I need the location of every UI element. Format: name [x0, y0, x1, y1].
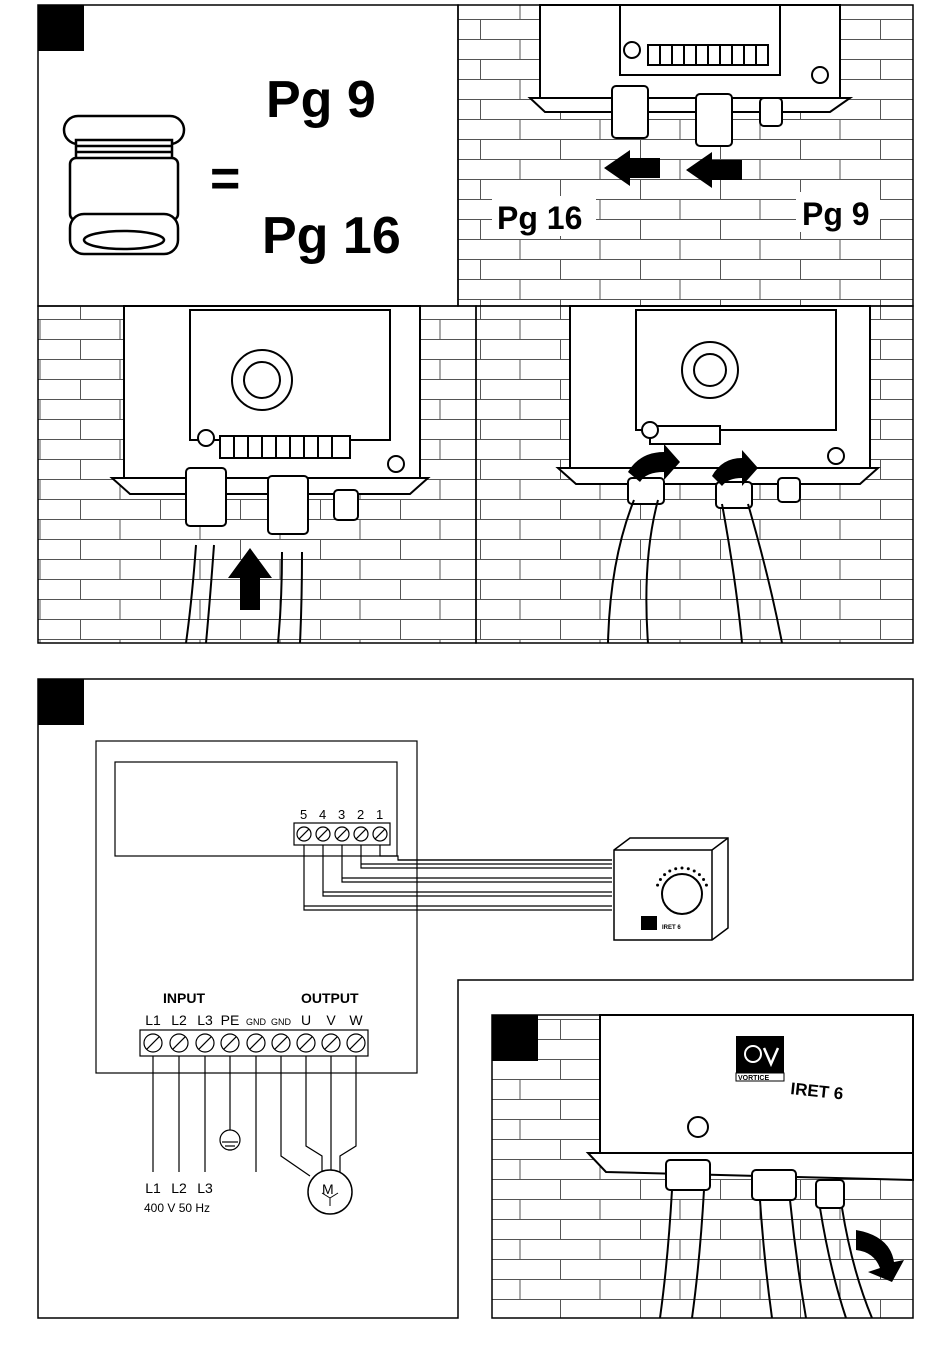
power-terminal-label: L3 [197, 1012, 213, 1028]
input-heading: INPUT [163, 990, 205, 1006]
vortice-logo-icon [641, 916, 657, 930]
supply-label: L3 [197, 1180, 213, 1196]
pg16-label: Pg 16 [262, 207, 401, 265]
dial-tick [705, 884, 708, 887]
control-terminal-label: 5 [300, 807, 307, 822]
equals-sign: = [210, 150, 240, 208]
power-terminal-label: L2 [171, 1012, 187, 1028]
dial-tick [698, 873, 701, 876]
supply-label: L1 [145, 1180, 161, 1196]
power-terminal-label: V [326, 1012, 336, 1028]
panel-cable-gland-sizes: Pg 9 = Pg 16 [38, 5, 458, 306]
panel-tighten-glands [476, 306, 913, 643]
power-terminal-label: GND [271, 1017, 292, 1027]
pg16-label: Pg 16 [497, 200, 582, 236]
controller-model-label: IRET 6 [662, 925, 681, 931]
dial-tick [674, 867, 677, 870]
supply-label: L2 [171, 1180, 187, 1196]
dial-tick [659, 878, 662, 881]
panel-marker [492, 1015, 538, 1061]
control-terminal-label: 2 [357, 807, 364, 822]
dial-tick [656, 884, 659, 887]
speed-controller-box: IRET 6 [614, 838, 728, 940]
cable-gland-drawing [64, 116, 184, 254]
power-terminal-label: L1 [145, 1012, 161, 1028]
power-terminal-label: W [349, 1012, 363, 1028]
panel-gland-openings: Pg 16 Pg 9 [458, 5, 913, 306]
control-terminal-label: 1 [376, 807, 383, 822]
brand-label: VORTICE [738, 1075, 769, 1082]
output-heading: OUTPUT [301, 990, 359, 1006]
controller-enclosure [530, 5, 850, 112]
panel-marker [38, 5, 84, 51]
motor-icon: M [308, 1170, 352, 1214]
supply-spec: 400 V 50 Hz [144, 1201, 210, 1215]
power-terminal-label: U [301, 1012, 311, 1028]
dial-tick [681, 867, 684, 870]
panel-insert-cables [38, 306, 476, 643]
power-terminal-label: PE [221, 1012, 240, 1028]
pg9-label: Pg 9 [266, 71, 376, 129]
control-terminal-label: 4 [319, 807, 326, 822]
dial-tick [663, 873, 666, 876]
dial-tick [687, 867, 690, 870]
control-terminal-label: 3 [338, 807, 345, 822]
dial-tick [693, 870, 696, 873]
panel-marker [38, 679, 84, 725]
panel-seal-unused-gland: VORTICE IRET 6 [492, 1015, 913, 1318]
dial-tick [668, 870, 671, 873]
supply-labels: L1 L2 L3 [145, 1180, 213, 1196]
power-terminal-label: GND [246, 1017, 267, 1027]
dial-tick [702, 878, 705, 881]
pg9-label: Pg 9 [802, 196, 870, 232]
